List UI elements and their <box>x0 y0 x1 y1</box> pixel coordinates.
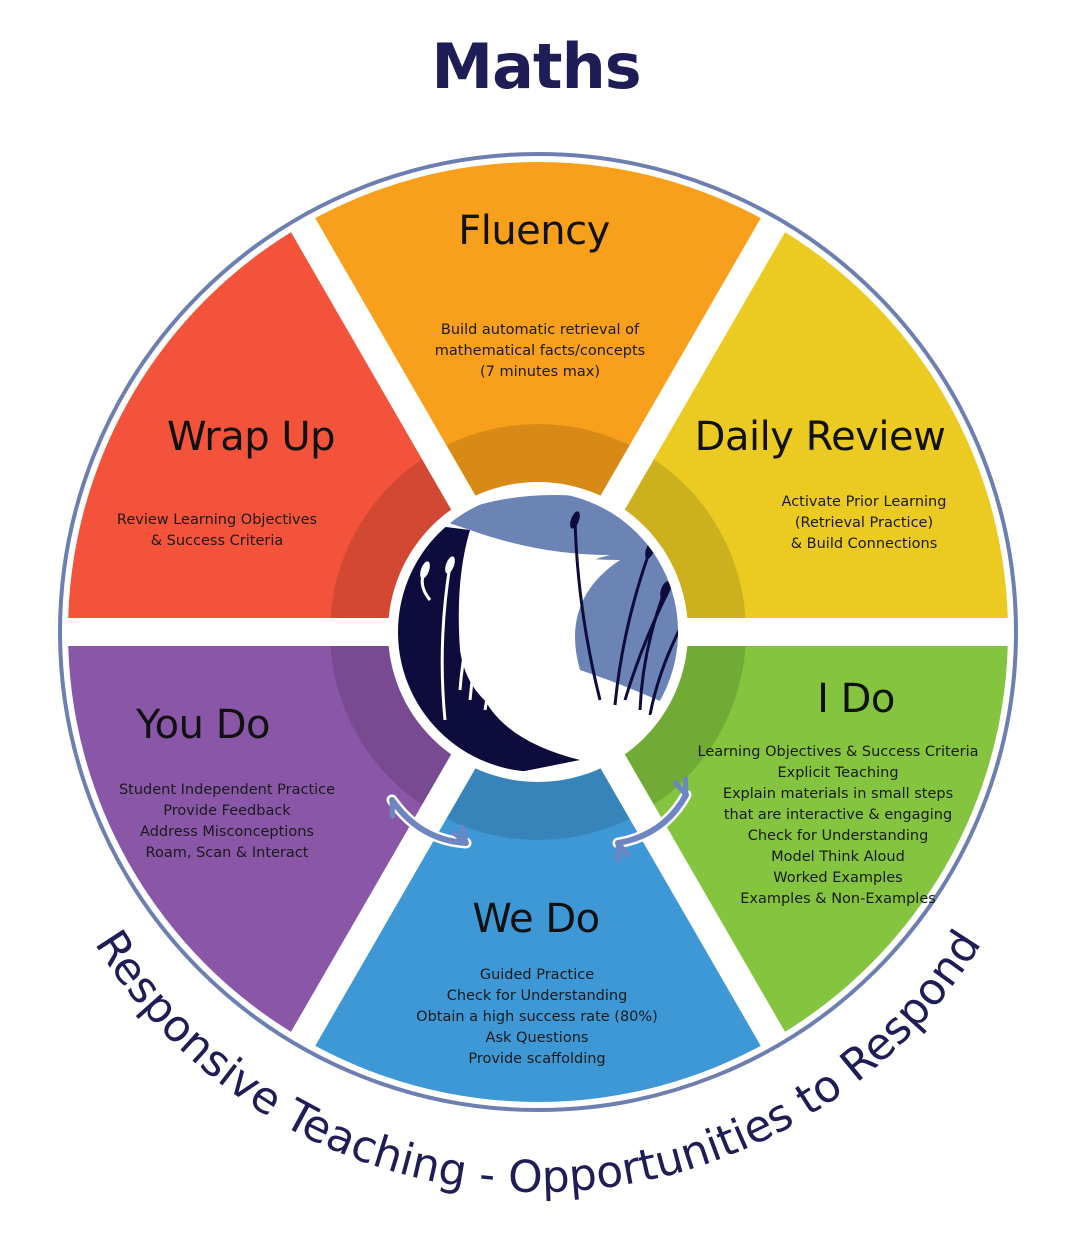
segment-title-i-do: I Do <box>817 676 895 722</box>
segment-line: Provide scaffolding <box>468 1051 606 1067</box>
segment-line: Activate Prior Learning <box>781 494 947 510</box>
segment-line: Roam, Scan & Interact <box>145 845 309 861</box>
arrow-head-icon <box>389 797 405 819</box>
school-logo-icon <box>388 482 688 782</box>
segment-line: Student Independent Practice <box>118 782 336 798</box>
segment-line: Check for Understanding <box>446 988 628 1004</box>
segment-inner-band <box>330 632 464 813</box>
segment-line: (Retrieval Practice) <box>794 515 934 531</box>
segment-inner-band <box>612 632 746 813</box>
segment-line: & Build Connections <box>790 536 938 552</box>
segment-gap <box>597 213 788 516</box>
segment-line: Obtain a high success rate (80%) <box>416 1009 658 1025</box>
segment-line: Review Learning Objectives <box>116 512 318 528</box>
segment-shape <box>68 632 464 1040</box>
segment-line: Learning Objectives & Success Criteria <box>697 744 979 760</box>
segment-line: Model Think Aloud <box>771 849 905 865</box>
segment-line: (7 minutes max) <box>479 364 601 380</box>
arrow-head-icon <box>451 824 469 846</box>
arrow-we-do-i-do-icon <box>612 789 692 849</box>
segment-inner-band <box>612 451 746 632</box>
segment-line: Examples & Non-Examples <box>740 891 936 907</box>
segment-line: that are interactive & engaging <box>723 807 953 823</box>
segment-text-daily-review: Activate Prior Learning (Retrieval Practi… <box>782 492 947 555</box>
segment-inner-band <box>330 451 464 632</box>
segment-gap <box>288 748 479 1051</box>
segment-you-do <box>68 632 464 1040</box>
segment-line: Guided Practice <box>479 967 595 983</box>
segment-line: Check for Understanding <box>747 828 929 844</box>
arrow-head-icon <box>673 776 689 798</box>
segment-line: Ask Questions <box>485 1030 589 1046</box>
segment-line: Build automatic retrieval of <box>440 322 640 338</box>
segment-shape <box>612 224 1008 632</box>
arrow-head-icon <box>615 840 631 862</box>
segment-text-fluency: Build automatic retrieval of mathematical… <box>435 320 645 383</box>
segment-line: Address Misconceptions <box>140 824 314 840</box>
segment-line: Explicit Teaching <box>777 765 899 781</box>
segment-inner-band <box>434 424 642 504</box>
segment-i-do <box>612 632 1008 1040</box>
segment-title-wrap-up: Wrap Up <box>167 414 335 460</box>
segment-title-we-do: We Do <box>472 896 600 942</box>
segment-line: Provide Feedback <box>163 803 291 819</box>
segment-line: Worked Examples <box>773 870 903 886</box>
segment-line: & Success Criteria <box>150 533 284 549</box>
segment-title-daily-review: Daily Review <box>694 414 946 460</box>
segment-text-wrap-up: Review Learning Objectives & Success Crit… <box>117 510 317 552</box>
segment-daily-review <box>612 224 1008 632</box>
segment-gap <box>597 748 788 1051</box>
segment-line: mathematical facts/concepts <box>434 343 646 359</box>
segment-inner-band <box>434 760 642 840</box>
segment-gap <box>288 213 479 516</box>
segment-title-you-do: You Do <box>136 702 270 748</box>
page-title: Maths <box>431 30 641 103</box>
segment-shape <box>68 224 464 632</box>
segment-line: Explain materials in small steps <box>722 786 954 802</box>
outer-ring <box>58 152 1018 1112</box>
segment-wrap-up <box>68 224 464 632</box>
segment-title-fluency: Fluency <box>458 208 610 254</box>
segment-shape <box>612 632 1008 1040</box>
